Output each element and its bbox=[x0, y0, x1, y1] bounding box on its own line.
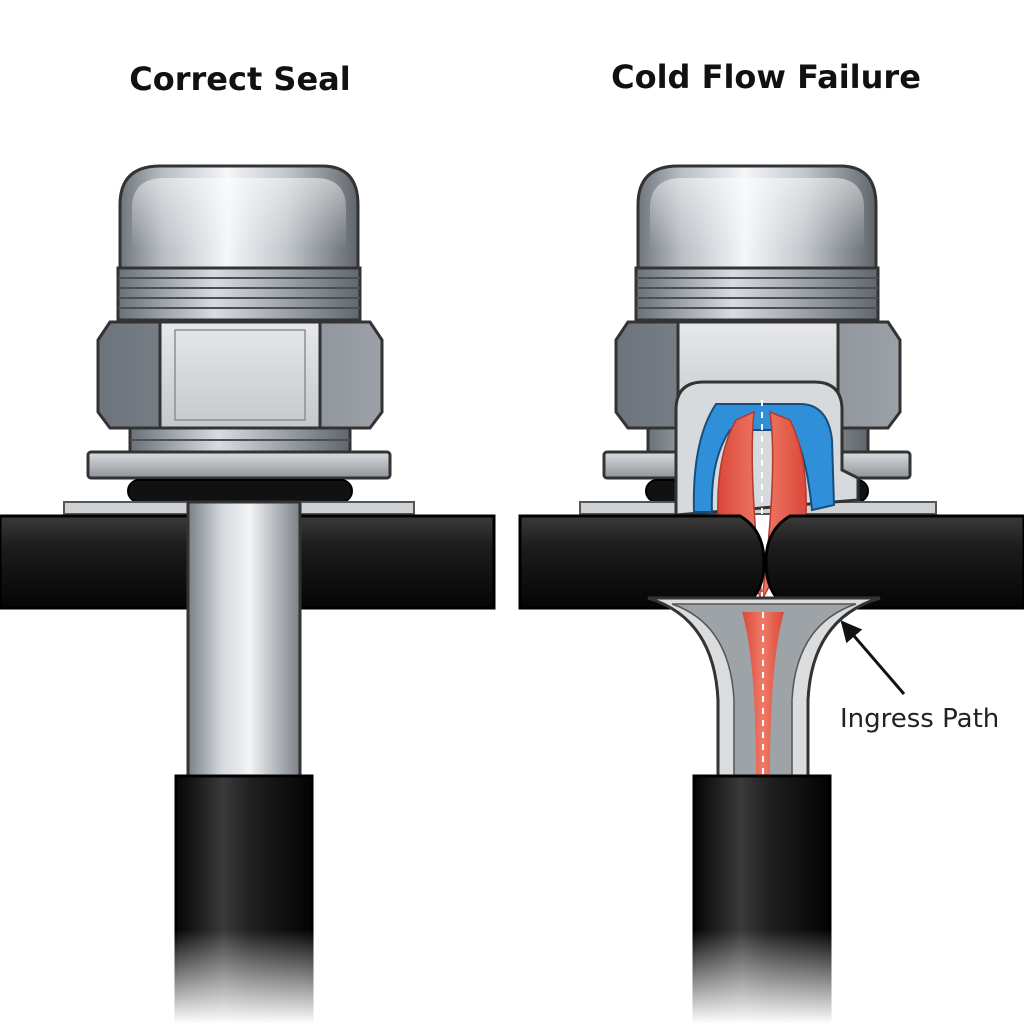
inner-tube bbox=[186, 500, 302, 780]
panel-wall-left bbox=[518, 514, 766, 610]
correct-seal-title: Correct Seal bbox=[129, 60, 351, 98]
ingress-path-arrow bbox=[840, 620, 906, 695]
correct-seal-gland bbox=[0, 164, 496, 1024]
cold-flow-failure-gland bbox=[518, 164, 1024, 1024]
cold-flow-failure-title: Cold Flow Failure bbox=[611, 58, 921, 96]
threads bbox=[116, 266, 362, 322]
panel-wall-right bbox=[764, 514, 1024, 610]
ingress-path-label: Ingress Path bbox=[840, 704, 1000, 734]
threads bbox=[634, 266, 880, 322]
o-ring bbox=[127, 479, 353, 503]
flange bbox=[86, 450, 392, 480]
